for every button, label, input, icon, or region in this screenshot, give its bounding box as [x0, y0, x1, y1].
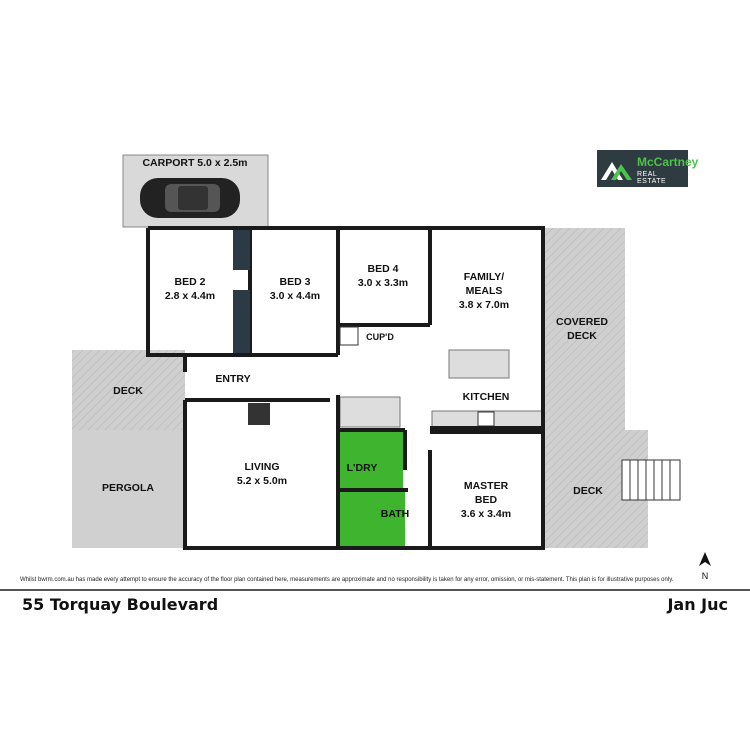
- laundry-label: L'DRY: [347, 462, 378, 474]
- cupboard: [339, 326, 359, 346]
- footer-divider: [0, 589, 750, 591]
- kitchen-island: [448, 349, 510, 379]
- car-icon: [140, 178, 240, 218]
- mountain-logo-icon: [601, 162, 632, 180]
- laundry-floor: [340, 432, 403, 488]
- disclaimer: Whilst bwrm.com.au has made every attemp…: [20, 577, 674, 583]
- property-address: 55 Torquay Boulevard: [22, 595, 219, 614]
- master-name2: BED: [475, 494, 498, 506]
- bath-floor: [340, 492, 405, 546]
- deck-left-label: DECK: [113, 385, 143, 397]
- bed3-size: 3.0 x 4.4m: [270, 290, 320, 302]
- robe-bed3: [233, 290, 250, 353]
- entry-label: ENTRY: [215, 373, 250, 385]
- sink-bench: [339, 396, 401, 428]
- master-name1: MASTER: [464, 480, 509, 492]
- bed4-size: 3.0 x 3.3m: [358, 277, 408, 289]
- stairs: [621, 459, 681, 501]
- cooktop-icon: [477, 411, 495, 427]
- pergola-label: PERGOLA: [102, 482, 154, 494]
- agency-logo: McCartney REAL ESTATE: [597, 150, 698, 187]
- logo-name: McCartney: [637, 155, 699, 169]
- living-name: LIVING: [244, 461, 279, 473]
- family-size: 3.8 x 7.0m: [459, 299, 509, 311]
- master-size: 3.6 x 3.4m: [461, 508, 511, 520]
- covered-deck-name2: DECK: [567, 330, 597, 342]
- deck-left: [72, 350, 185, 430]
- family-name2: MEALS: [466, 285, 503, 297]
- bed2-name: BED 2: [175, 276, 206, 288]
- bed2-size: 2.8 x 4.4m: [165, 290, 215, 302]
- walls: [146, 226, 545, 550]
- fireplace-icon: [248, 403, 270, 425]
- property-suburb: Jan Juc: [667, 595, 728, 614]
- pergola: [72, 430, 185, 548]
- bed4-name: BED 4: [368, 263, 399, 275]
- cupd-label: CUP'D: [366, 332, 394, 342]
- bath-label: BATH: [381, 508, 409, 520]
- covered-deck-name1: COVERED: [556, 316, 608, 328]
- kitchen-label: KITCHEN: [463, 391, 510, 403]
- living-size: 5.2 x 5.0m: [237, 475, 287, 487]
- robe-bed2: [233, 230, 250, 270]
- compass-label: N: [702, 571, 709, 581]
- deck-right-label: DECK: [573, 485, 603, 497]
- family-name1: FAMILY/: [464, 271, 505, 283]
- logo-sub: REAL ESTATE: [637, 171, 667, 185]
- north-arrow-icon: [699, 552, 711, 566]
- carport-label: CARPORT 5.0 x 2.5m: [142, 157, 247, 169]
- bed3-name: BED 3: [280, 276, 311, 288]
- covered-deck: [543, 228, 625, 430]
